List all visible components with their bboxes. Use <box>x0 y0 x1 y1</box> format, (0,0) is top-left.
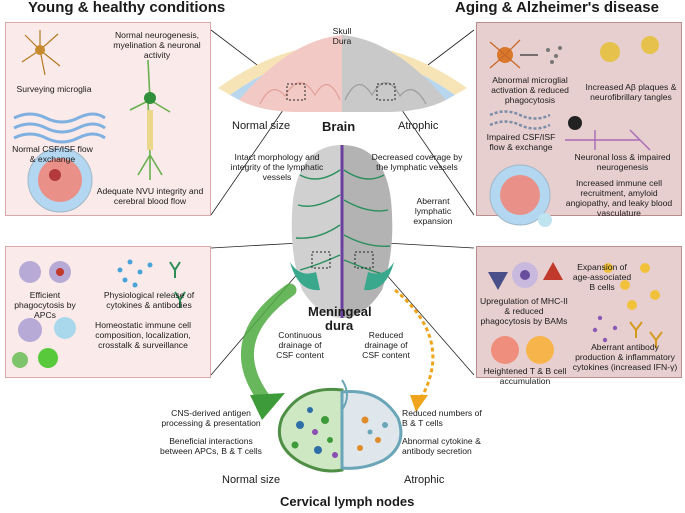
aberrant-expansion-label: Aberrant lymphatic expansion <box>413 196 453 226</box>
brain-title: Brain <box>322 119 356 134</box>
normal-neurogenesis-label: Normal neurogenesis, myelination & neuro… <box>113 30 201 60</box>
lymph-node-graphic <box>277 379 403 473</box>
brain-normal-size-label: Normal size <box>232 120 291 132</box>
aging-immune-icons <box>488 262 663 364</box>
efficient-phagocytosis-label: Efficient phagocytosis by APCs <box>14 290 76 320</box>
reduced-drainage-arrow <box>394 288 435 401</box>
lymph-normal-size-label: Normal size <box>222 474 281 486</box>
brain-atrophic-label: Atrophic <box>398 120 439 132</box>
brain-graphic <box>218 35 467 112</box>
homeostatic-immune-label: Homeostatic immune cell composition, loc… <box>95 320 191 350</box>
reduced-drainage-label: Reduced drainage of CSF content <box>362 330 410 360</box>
young-healthy-heading: Young & healthy conditions <box>28 0 226 16</box>
impaired-csf-label: Impaired CSF/ISF flow & exchange <box>486 132 556 152</box>
expansion-abc-label: Expansion of age-associated B cells <box>572 262 632 292</box>
cns-antigen-label: CNS-derived antigen processing & present… <box>161 408 261 428</box>
continuous-drainage-arrow <box>240 283 297 407</box>
young-brain-icons <box>13 30 171 213</box>
surveying-microglia-label: Surveying microglia <box>16 84 92 94</box>
lymph-atrophic-label: Atrophic <box>404 474 445 486</box>
continuous-drainage-label: Continuous drainage of CSF content <box>276 330 324 360</box>
aging-alzheimers-heading: Aging & Alzheimer's disease <box>455 0 659 16</box>
heightened-tb-label: Heightened T & B cell accumulation <box>483 366 567 386</box>
adequate-nvu-label: Adequate NVU integrity and cerebral bloo… <box>96 186 204 206</box>
skull-label: Skull <box>332 26 352 36</box>
abnormal-cytokine-label: Abnormal cytokine & antibody secretion <box>402 436 481 456</box>
decreased-coverage-label: Decreased coverage by the lymphatic vess… <box>371 152 463 172</box>
young-immune-icons <box>12 259 186 368</box>
abnormal-microglial-label: Abnormal microglial activation & reduced… <box>491 75 569 105</box>
intact-morphology-label: Intact morphology and integrity of the l… <box>230 152 324 182</box>
neuronal-loss-label: Neuronal loss & impaired neurogenesis <box>574 152 671 172</box>
normal-csf-label: Normal CSF/ISF flow & exchange <box>12 144 93 164</box>
dura-label: Dura <box>332 36 352 46</box>
cervical-lymph-title: Cervical lymph nodes <box>280 494 415 509</box>
reduced-bt-label: Reduced numbers of B & T cells <box>402 408 482 428</box>
meningeal-title: Meningeal <box>308 304 372 319</box>
increased-immune-label: Increased immune cell recruitment, amylo… <box>565 178 673 218</box>
beneficial-interactions-label: Beneficial interactions between APCs, B … <box>160 436 262 456</box>
aging-brain-icons <box>489 36 659 227</box>
physiological-release-label: Physiological release of cytokines & ant… <box>103 290 195 310</box>
dura-title: dura <box>325 318 354 333</box>
aberrant-antibody-label: Aberrant antibody production & inflammat… <box>572 342 678 372</box>
upregulation-mhc-label: Upregulation of MHC-II & reduced phagocy… <box>480 296 568 326</box>
increased-plaques-label: Increased Aβ plaques & neurofibrillary t… <box>585 82 677 102</box>
meningeal-dura-graphic <box>290 145 394 318</box>
